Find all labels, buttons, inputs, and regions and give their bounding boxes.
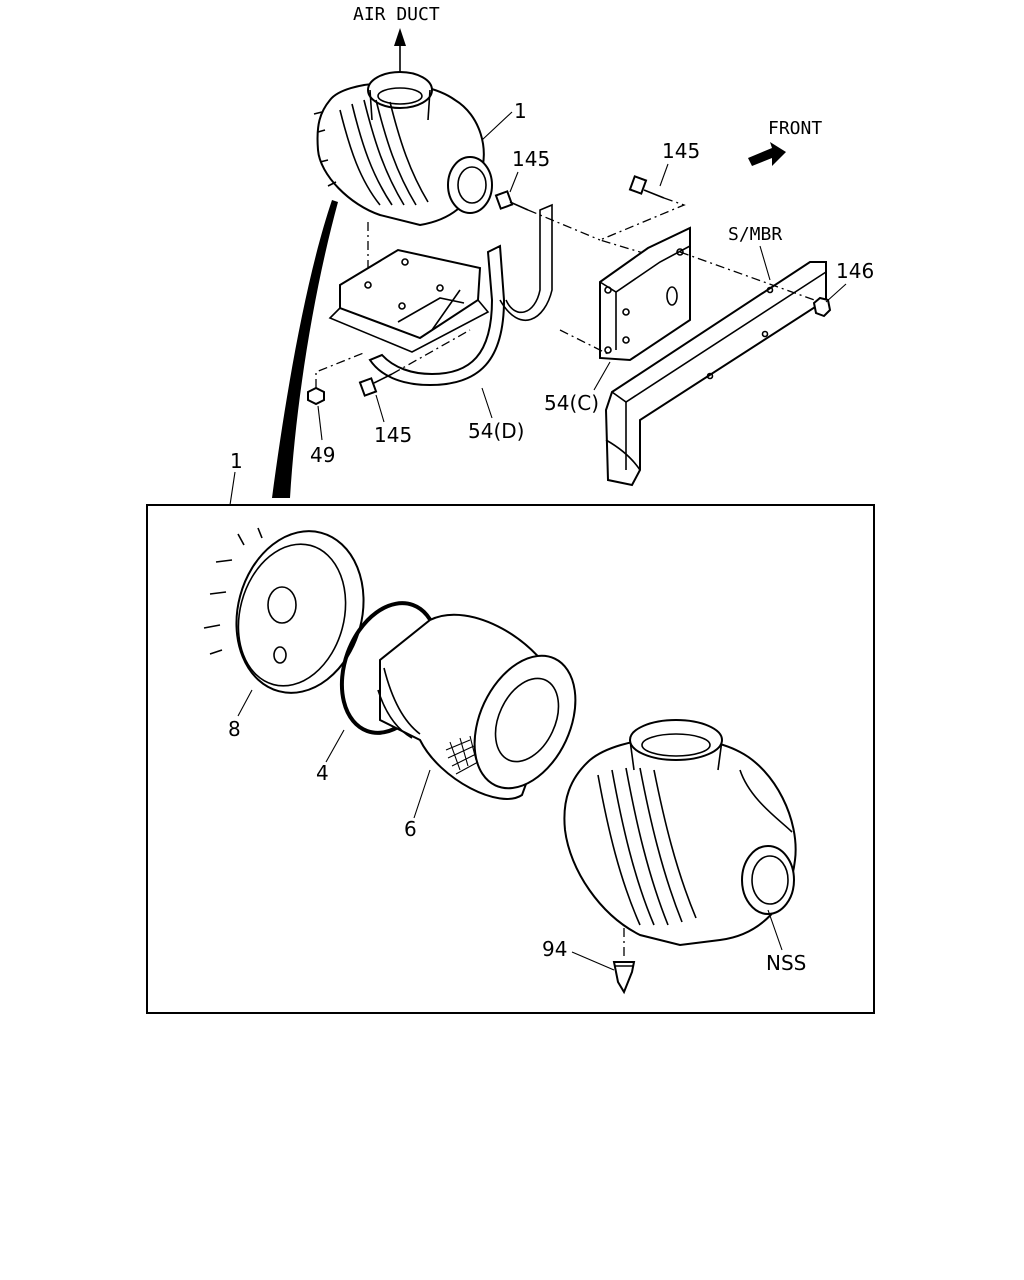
bolt-145-icon-2 bbox=[598, 175, 686, 256]
leader-assembly-top bbox=[481, 111, 513, 141]
front-arrow-icon bbox=[748, 142, 786, 166]
valve-94-label: 94 bbox=[542, 937, 567, 961]
bolt-145-a-label: 145 bbox=[512, 147, 550, 171]
assembly-detail-label: 1 bbox=[230, 449, 243, 473]
bolt-145-b-label: 145 bbox=[662, 139, 700, 163]
side-member bbox=[604, 251, 827, 487]
leader-nss bbox=[767, 909, 783, 951]
element-6-label: 6 bbox=[404, 817, 417, 841]
bracket-54d-label: 54(D) bbox=[468, 419, 524, 443]
valve-94-icon bbox=[612, 961, 636, 995]
bracket-54c-label: 54(C) bbox=[544, 391, 599, 415]
bracket-54c bbox=[559, 226, 691, 362]
bolt-145-icon-3 bbox=[358, 329, 471, 397]
cover-8-label: 8 bbox=[228, 717, 241, 741]
leader-145-b bbox=[659, 163, 669, 187]
front-label: FRONT bbox=[768, 118, 822, 139]
bolt-145-icon bbox=[494, 190, 601, 241]
leader-4 bbox=[325, 729, 345, 763]
bolt-145-c-label: 145 bbox=[374, 423, 412, 447]
air-cleaner-housing bbox=[563, 719, 797, 958]
nut-49-label: 49 bbox=[310, 443, 335, 467]
filter-element-6 bbox=[377, 613, 577, 800]
leader-146 bbox=[825, 283, 847, 303]
leader-8 bbox=[237, 689, 253, 717]
leader-54c bbox=[593, 361, 611, 391]
air-cleaner-assembly-top bbox=[313, 71, 493, 280]
nut-146-icon bbox=[812, 296, 832, 318]
assembly-top-label: 1 bbox=[514, 99, 527, 123]
leader-assembly-detail bbox=[229, 471, 236, 506]
leader-49 bbox=[317, 405, 323, 441]
leader-54d bbox=[481, 387, 493, 419]
mounting-tray bbox=[328, 248, 490, 353]
leader-145-c bbox=[375, 394, 385, 423]
leader-145-a bbox=[509, 171, 519, 193]
nut-49-icon bbox=[307, 351, 367, 406]
nut-146-label: 146 bbox=[836, 259, 874, 283]
detail-box bbox=[146, 504, 875, 1014]
nss-label: NSS bbox=[766, 951, 806, 975]
leader-s-mbr bbox=[759, 245, 771, 281]
s-mbr-label: S/MBR bbox=[728, 224, 782, 245]
gasket-4-label: 4 bbox=[316, 761, 329, 785]
air-duct-label: AIR DUCT bbox=[353, 4, 440, 25]
bracket-54d bbox=[368, 203, 553, 387]
detail-reference-arrow bbox=[272, 200, 338, 498]
leader-6 bbox=[413, 769, 431, 819]
leader-94 bbox=[571, 951, 615, 971]
cover-8 bbox=[203, 527, 365, 694]
